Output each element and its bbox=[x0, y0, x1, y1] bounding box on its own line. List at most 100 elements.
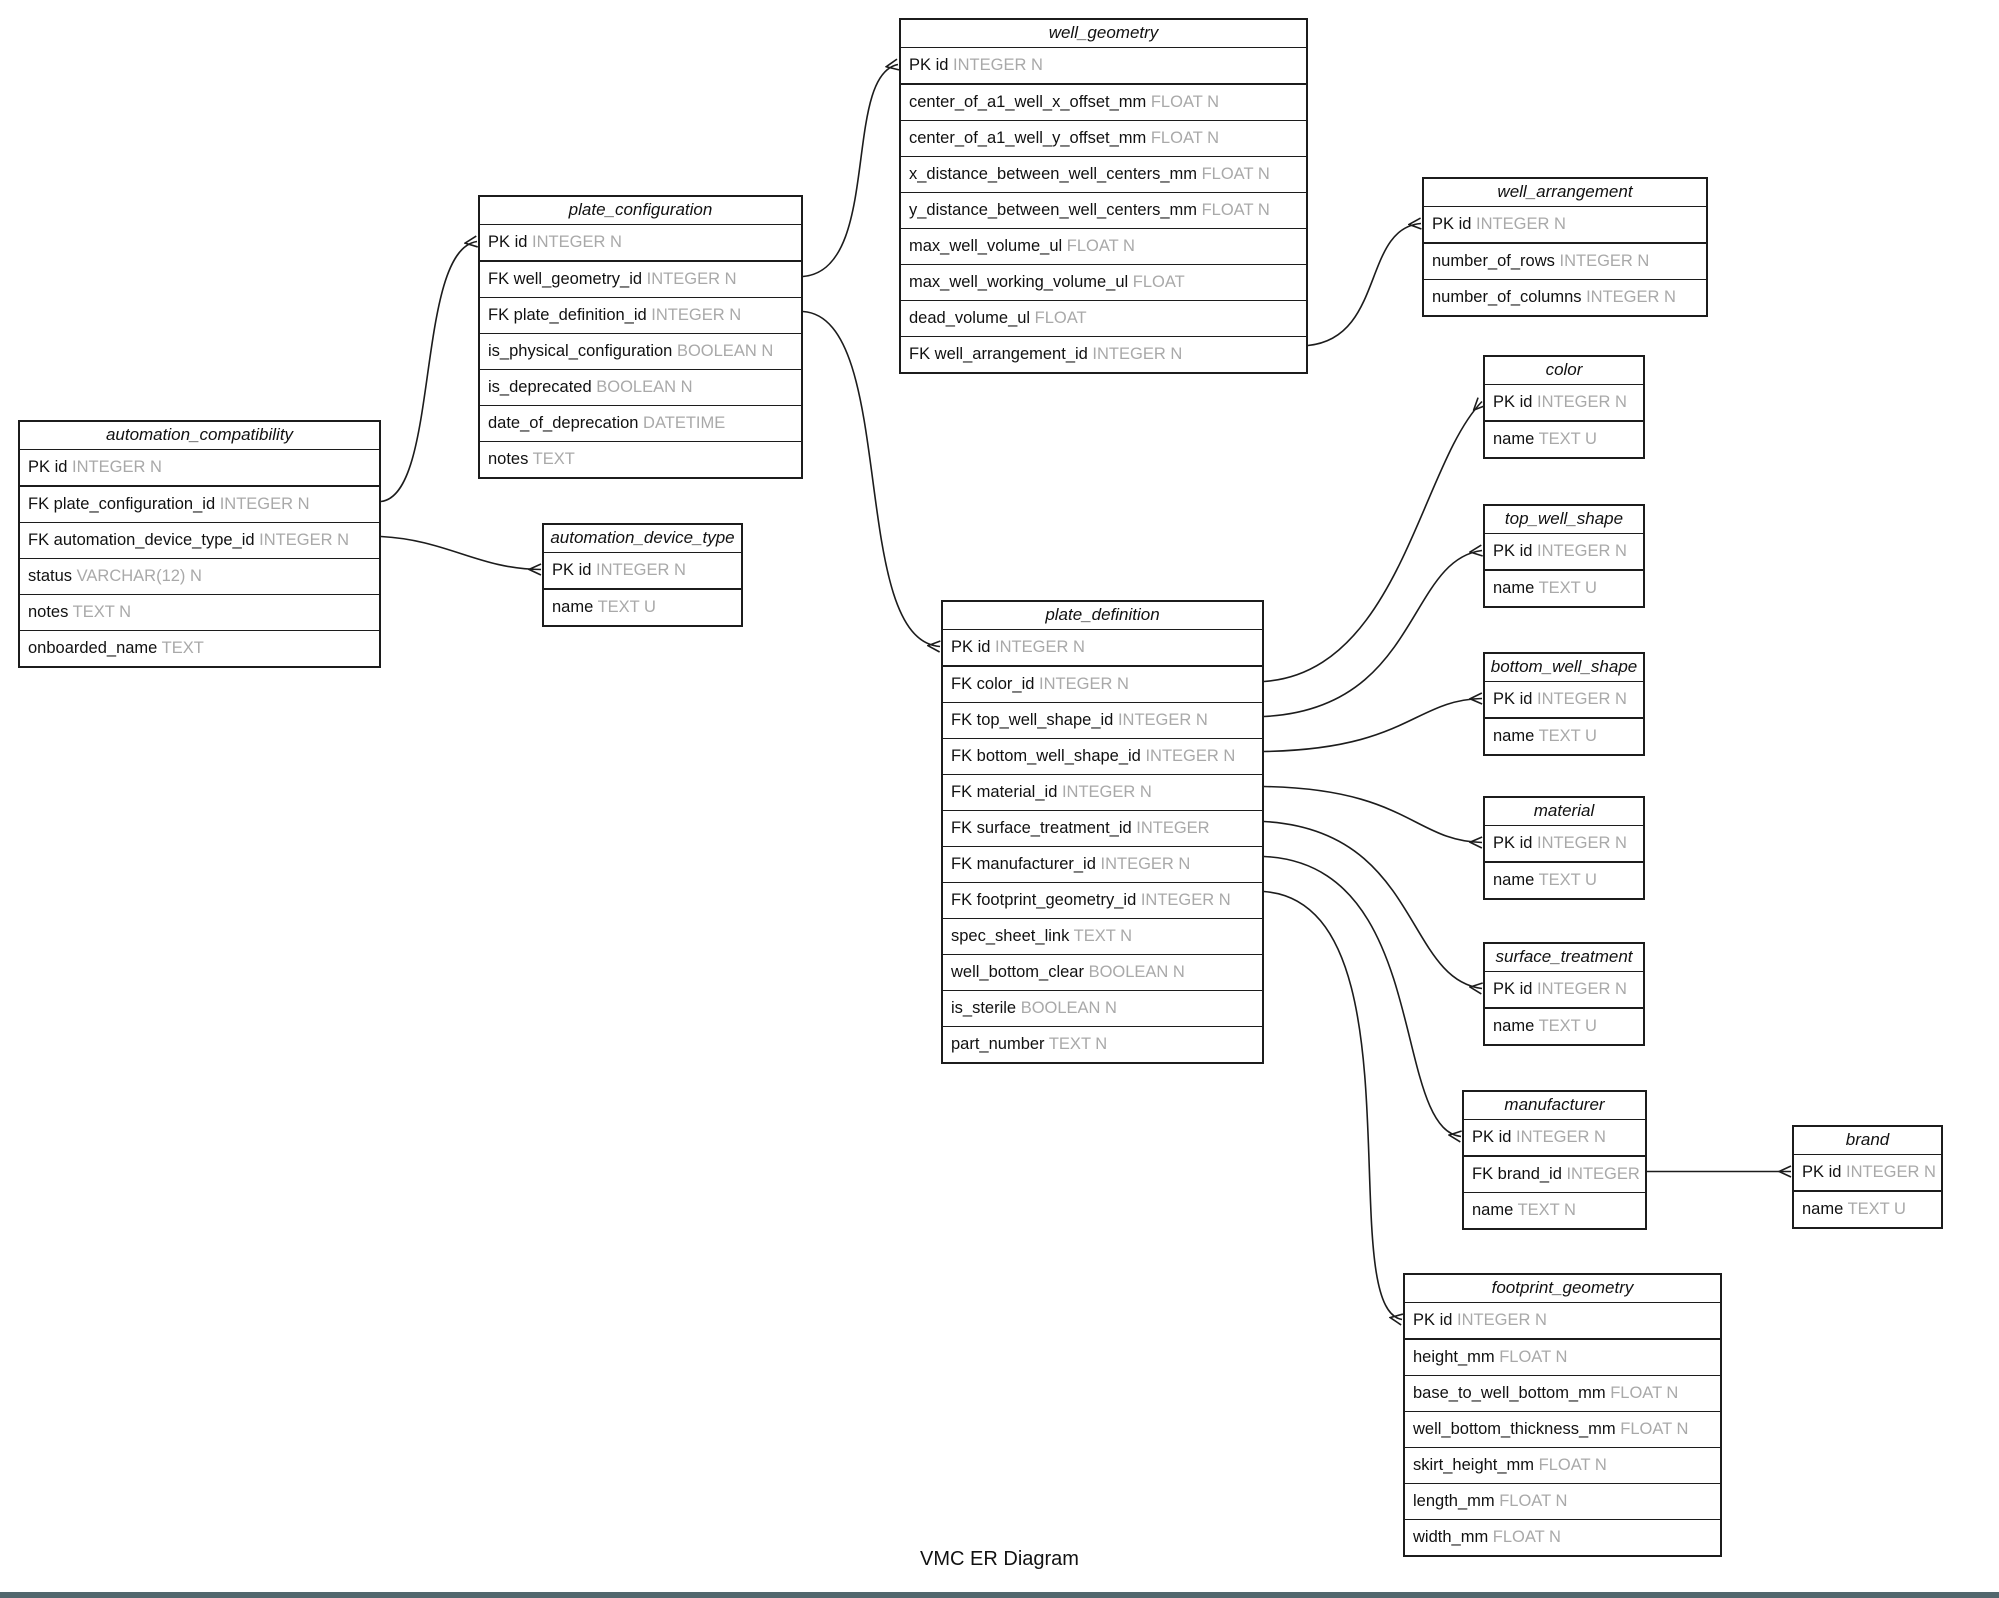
field-row: dead_volume_ul FLOAT bbox=[901, 301, 1306, 337]
field-type: INTEGER N bbox=[254, 531, 349, 549]
field-type: FLOAT N bbox=[1146, 93, 1220, 111]
field-type: FLOAT N bbox=[1146, 129, 1220, 147]
field-name: PK id bbox=[28, 458, 68, 476]
field-type: INTEGER N bbox=[591, 561, 686, 579]
field-name: center_of_a1_well_x_offset_mm bbox=[909, 93, 1147, 111]
field-row: FK plate_definition_id INTEGER N bbox=[480, 298, 801, 334]
field-row: PK id INTEGER N bbox=[544, 553, 741, 590]
field-row: PK id INTEGER N bbox=[901, 48, 1306, 85]
field-row: center_of_a1_well_x_offset_mm FLOAT N bbox=[901, 85, 1306, 121]
entity-title: plate_configuration bbox=[480, 197, 801, 225]
bottom-accent-bar bbox=[0, 1592, 1999, 1598]
field-row: PK id INTEGER N bbox=[1485, 534, 1643, 571]
field-row: status VARCHAR(12) N bbox=[20, 559, 379, 595]
field-row: PK id INTEGER N bbox=[943, 630, 1262, 667]
field-row: is_deprecated BOOLEAN N bbox=[480, 370, 801, 406]
entity-title: bottom_well_shape bbox=[1485, 654, 1643, 682]
field-row: width_mm FLOAT N bbox=[1405, 1520, 1720, 1555]
field-type: TEXT U bbox=[1534, 871, 1597, 889]
field-row: notes TEXT bbox=[480, 442, 801, 477]
rel-plate-configuration-to-plate-definition bbox=[802, 310, 940, 647]
field-name: FK manufacturer_id bbox=[951, 855, 1096, 873]
field-type: INTEGER N bbox=[948, 56, 1043, 74]
field-name: FK automation_device_type_id bbox=[28, 531, 255, 549]
field-name: PK id bbox=[552, 561, 592, 579]
field-name: well_bottom_clear bbox=[951, 963, 1084, 981]
field-type: INTEGER N bbox=[1471, 215, 1566, 233]
field-row: PK id INTEGER N bbox=[20, 450, 379, 487]
field-type: TEXT U bbox=[1534, 1017, 1597, 1035]
field-type: INTEGER N bbox=[1034, 675, 1129, 693]
field-type: TEXT U bbox=[1534, 430, 1597, 448]
field-row: PK id INTEGER N bbox=[1485, 826, 1643, 863]
field-type: INTEGER bbox=[1561, 1165, 1640, 1183]
entity-title: automation_compatibility bbox=[20, 422, 379, 450]
field-row: onboarded_name TEXT bbox=[20, 631, 379, 666]
field-name: name bbox=[552, 598, 594, 616]
field-name: PK id bbox=[909, 56, 949, 74]
field-name: number_of_rows bbox=[1432, 252, 1555, 270]
field-row: FK well_arrangement_id INTEGER N bbox=[901, 337, 1306, 372]
field-row: PK id INTEGER N bbox=[1485, 385, 1643, 422]
entity-title: material bbox=[1485, 798, 1643, 826]
field-type: TEXT N bbox=[1044, 1035, 1108, 1053]
field-type: FLOAT bbox=[1030, 309, 1087, 327]
field-name: FK brand_id bbox=[1472, 1165, 1562, 1183]
field-name: PK id bbox=[488, 233, 528, 251]
field-row: name TEXT U bbox=[1485, 1009, 1643, 1044]
field-type: FLOAT bbox=[1128, 273, 1185, 291]
field-row: name TEXT U bbox=[1485, 571, 1643, 606]
field-type: FLOAT N bbox=[1197, 165, 1270, 183]
rel-plate-definition-to-bottom-well-shape bbox=[1263, 699, 1482, 753]
rel-plate-definition-to-manufacturer bbox=[1263, 855, 1461, 1137]
field-name: PK id bbox=[1493, 834, 1533, 852]
field-name: FK bottom_well_shape_id bbox=[951, 747, 1141, 765]
field-type: FLOAT N bbox=[1615, 1420, 1689, 1438]
entity-title: manufacturer bbox=[1464, 1092, 1645, 1120]
field-type: INTEGER N bbox=[1511, 1128, 1606, 1146]
field-name: PK id bbox=[1472, 1128, 1512, 1146]
field-row: spec_sheet_link TEXT N bbox=[943, 919, 1262, 955]
entity-table-plate-configuration: plate_configuration PK id INTEGER N FK wel… bbox=[478, 195, 803, 479]
field-row: FK surface_treatment_id INTEGER bbox=[943, 811, 1262, 847]
field-name: PK id bbox=[951, 638, 991, 656]
field-row: skirt_height_mm FLOAT N bbox=[1405, 1448, 1720, 1484]
field-row: max_well_working_volume_ul FLOAT bbox=[901, 265, 1306, 301]
field-name: FK footprint_geometry_id bbox=[951, 891, 1137, 909]
field-type: INTEGER N bbox=[646, 306, 742, 324]
field-row: name TEXT U bbox=[1485, 422, 1643, 457]
entity-title: well_arrangement bbox=[1424, 179, 1706, 207]
field-row: height_mm FLOAT N bbox=[1405, 1340, 1720, 1376]
field-type: FLOAT N bbox=[1605, 1384, 1679, 1402]
field-type: BOOLEAN N bbox=[1083, 963, 1185, 981]
field-row: PK id INTEGER N bbox=[1485, 972, 1643, 1009]
field-type: TEXT N bbox=[1069, 927, 1132, 945]
field-type: TEXT U bbox=[593, 598, 656, 616]
rel-automation-compatibility-to-plate-configuration bbox=[380, 242, 477, 503]
field-row: FK well_geometry_id INTEGER N bbox=[480, 262, 801, 298]
field-name: PK id bbox=[1413, 1311, 1453, 1329]
field-name: spec_sheet_link bbox=[951, 927, 1070, 945]
field-type: BOOLEAN N bbox=[1016, 999, 1117, 1017]
field-row: PK id INTEGER N bbox=[1464, 1120, 1645, 1157]
field-type: BOOLEAN N bbox=[672, 342, 774, 360]
field-row: number_of_rows INTEGER N bbox=[1424, 244, 1706, 280]
field-row: name TEXT U bbox=[1485, 719, 1643, 754]
field-type: INTEGER N bbox=[1095, 855, 1191, 873]
field-name: notes bbox=[28, 603, 69, 621]
field-type: INTEGER N bbox=[67, 458, 162, 476]
field-type: INTEGER N bbox=[1087, 345, 1183, 363]
field-name: skirt_height_mm bbox=[1413, 1456, 1535, 1474]
field-type: INTEGER bbox=[1131, 819, 1210, 837]
field-row: FK material_id INTEGER N bbox=[943, 775, 1262, 811]
field-name: part_number bbox=[951, 1035, 1045, 1053]
field-name: date_of_deprecation bbox=[488, 414, 639, 432]
entity-title: top_well_shape bbox=[1485, 506, 1643, 534]
field-name: center_of_a1_well_y_offset_mm bbox=[909, 129, 1147, 147]
field-name: notes bbox=[488, 450, 529, 468]
